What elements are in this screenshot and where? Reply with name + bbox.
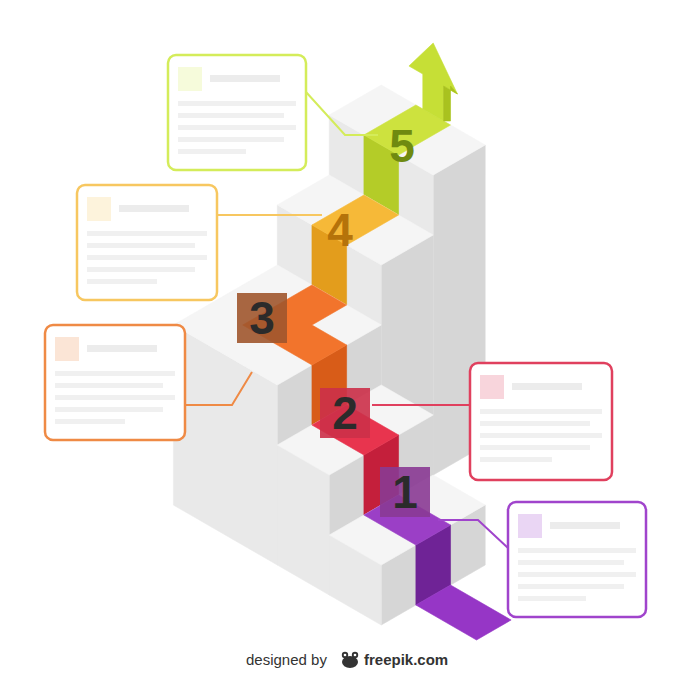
placeholder-line xyxy=(55,383,163,388)
placeholder-line xyxy=(55,371,175,376)
leader-line xyxy=(372,404,470,406)
placeholder-line xyxy=(480,409,602,414)
placeholder-line xyxy=(178,125,296,130)
watermark-text: designed by xyxy=(246,652,327,667)
path-arrow-side xyxy=(444,86,458,121)
placeholder-line xyxy=(87,267,195,272)
step-top-face xyxy=(277,385,433,475)
path-arrow xyxy=(409,43,457,121)
path-tread xyxy=(243,285,347,365)
watermark-text: freepik.com xyxy=(364,652,448,667)
callout-box xyxy=(508,502,646,617)
placeholder-line xyxy=(178,113,284,118)
placeholder-line xyxy=(55,419,125,424)
placeholder-line xyxy=(87,231,207,236)
leader-line xyxy=(185,372,252,405)
number-backdrop xyxy=(320,388,370,438)
step-number: 4 xyxy=(327,207,353,253)
callout-icon xyxy=(55,337,79,361)
path-tread xyxy=(312,195,399,245)
callout-icon xyxy=(518,514,542,538)
placeholder-line xyxy=(518,560,624,565)
placeholder-title xyxy=(119,205,189,212)
number-backdrop xyxy=(380,467,430,517)
step-number: 5 xyxy=(389,123,415,169)
placeholder-line xyxy=(518,572,636,577)
leader-line xyxy=(438,520,508,548)
placeholder-line xyxy=(480,445,590,450)
step-top-face xyxy=(277,175,433,265)
placeholder-line xyxy=(55,395,175,400)
callout-box xyxy=(77,185,217,300)
placeholder-title xyxy=(87,345,157,352)
leader-line xyxy=(217,214,322,216)
placeholder-line xyxy=(480,457,552,462)
placeholder-title xyxy=(210,75,280,82)
placeholder-line xyxy=(480,433,602,438)
placeholder-line xyxy=(87,255,207,260)
placeholder-title xyxy=(550,522,620,529)
step-number: 2 xyxy=(332,390,358,436)
placeholder-line xyxy=(518,596,586,601)
placeholder-line xyxy=(480,421,590,426)
callout-box xyxy=(45,325,185,440)
freepik-logo xyxy=(342,652,358,668)
placeholder-line xyxy=(87,279,157,284)
path-ground xyxy=(416,585,511,640)
callout-icon xyxy=(178,67,202,91)
leader-line xyxy=(306,92,378,135)
callout-icon xyxy=(87,197,111,221)
callout-box xyxy=(470,363,612,480)
placeholder-line xyxy=(178,149,246,154)
step-number: 3 xyxy=(249,295,275,341)
number-backdrop xyxy=(237,293,287,343)
step-number: 1 xyxy=(392,469,418,515)
placeholder-line xyxy=(55,407,163,412)
placeholder-line xyxy=(178,137,284,142)
callout-icon xyxy=(480,375,504,399)
placeholder-title xyxy=(512,383,582,390)
placeholder-line xyxy=(518,548,636,553)
placeholder-line xyxy=(178,101,296,106)
placeholder-line xyxy=(87,243,195,248)
placeholder-line xyxy=(518,584,624,589)
callout-box xyxy=(168,55,306,170)
step-top-face xyxy=(329,85,485,175)
